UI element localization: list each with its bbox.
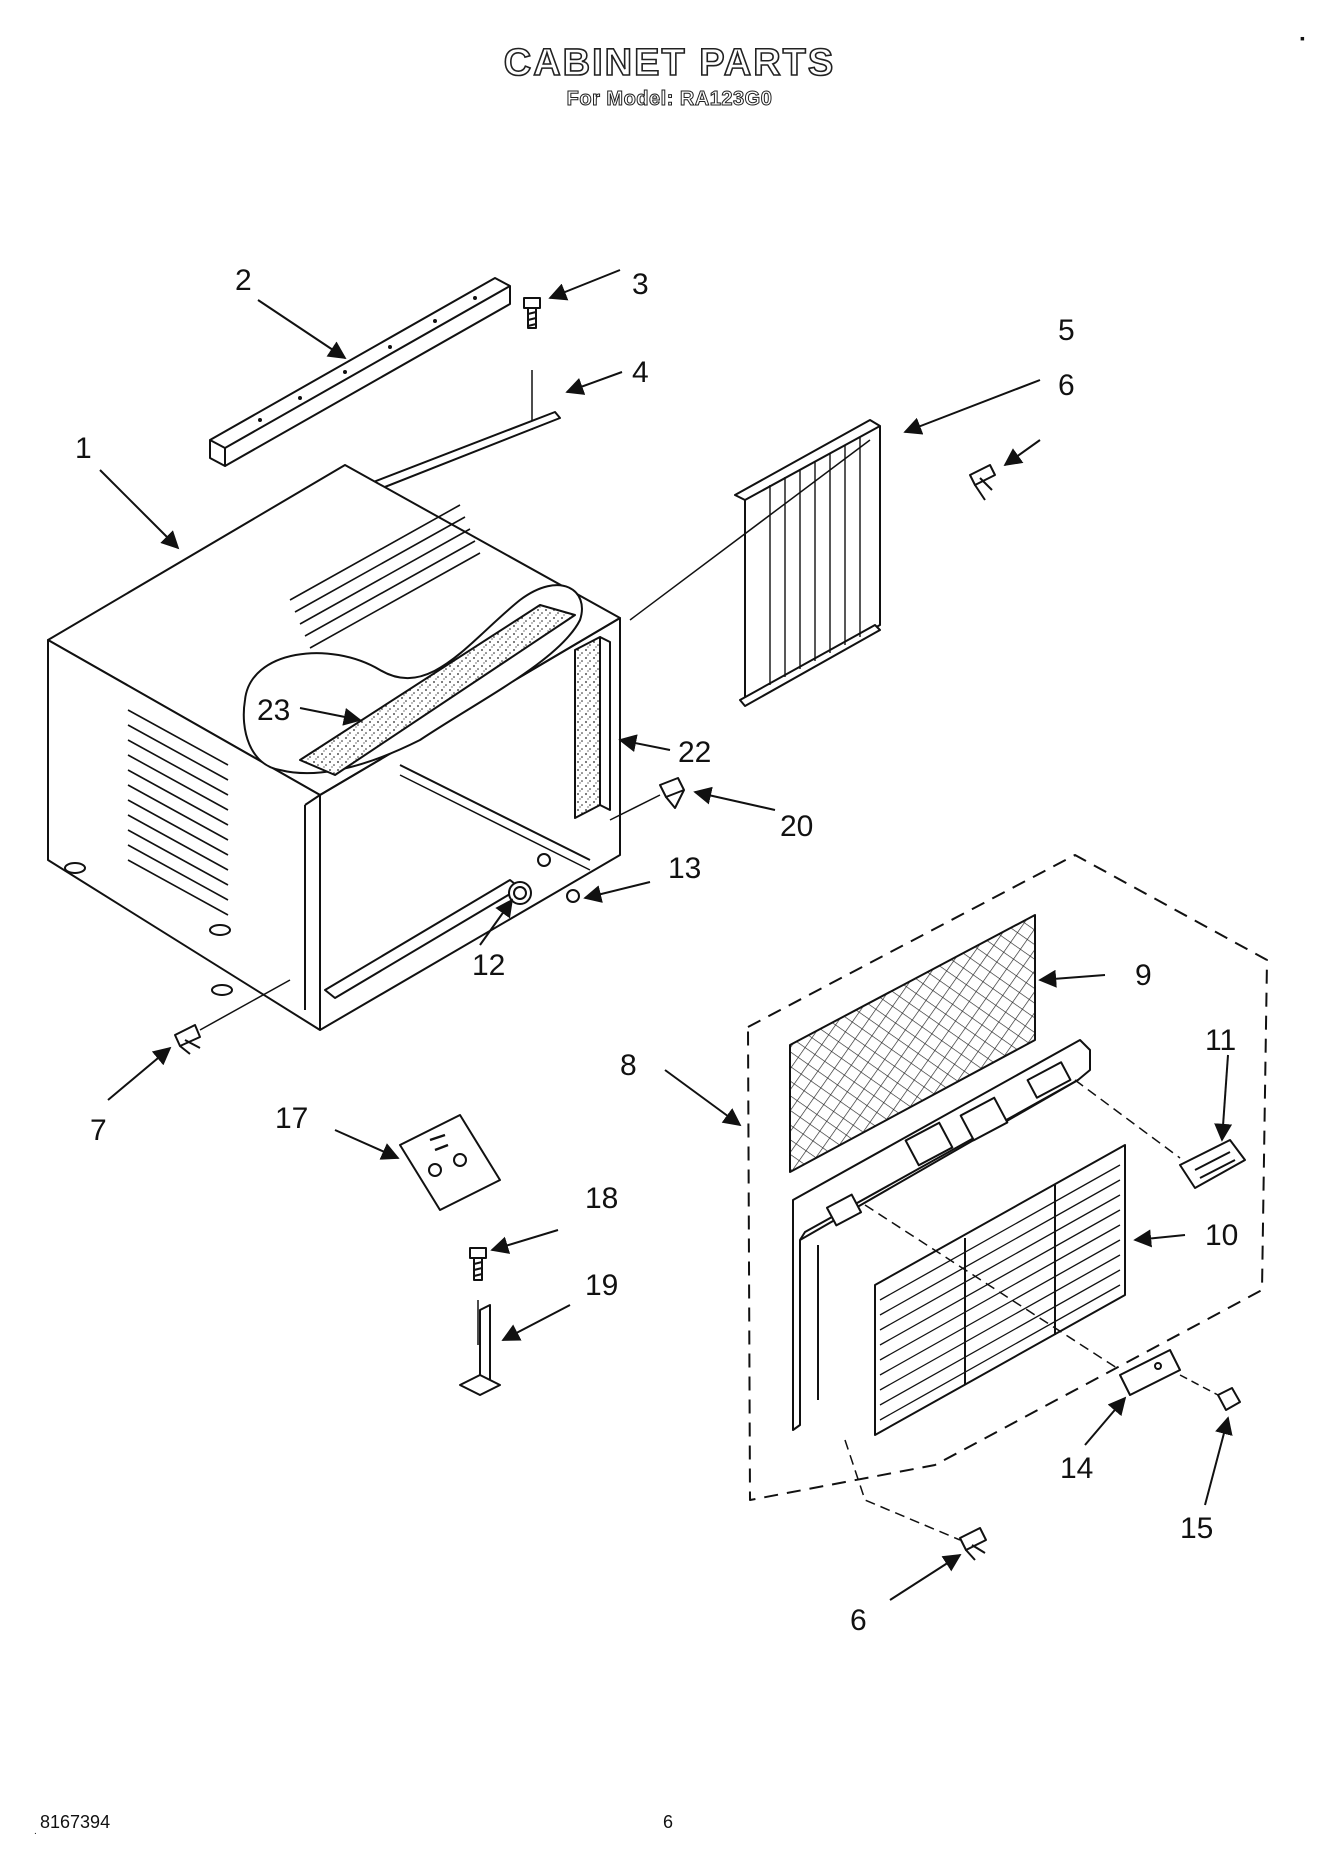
footer-page-number: 6 bbox=[663, 1812, 674, 1832]
callout-14: 14 bbox=[1060, 1452, 1093, 1485]
part-3-screw bbox=[523, 297, 541, 430]
callout-9: 9 bbox=[1135, 959, 1152, 992]
part-13-nut bbox=[537, 853, 580, 903]
part-23-foam-seal bbox=[242, 584, 583, 776]
front-panel bbox=[792, 1039, 1091, 1431]
page-title: CABINET PARTS bbox=[503, 41, 836, 85]
part-5-panel bbox=[629, 419, 881, 707]
part-22-foam-strip bbox=[574, 636, 611, 819]
footer-part-number: 8167394 bbox=[40, 1812, 111, 1832]
callout-18: 18 bbox=[585, 1182, 618, 1215]
part-2-top-rail bbox=[209, 277, 511, 467]
callout-10: 10 bbox=[1205, 1219, 1238, 1252]
part-8-front-assembly-outline bbox=[747, 854, 1268, 1501]
part-14-bracket bbox=[864, 1204, 1181, 1396]
part-19-bracket bbox=[459, 1304, 501, 1396]
callout-23: 23 bbox=[257, 694, 290, 727]
part-6-screw-lower bbox=[844, 1439, 987, 1561]
callout-15: 15 bbox=[1180, 1512, 1213, 1545]
callout-7: 7 bbox=[90, 1114, 107, 1147]
model-subtitle: For Model: RA123G0 bbox=[566, 88, 773, 111]
callout-8: 8 bbox=[620, 1049, 637, 1082]
callout-5: 5 bbox=[1058, 314, 1075, 347]
part-17-bracket bbox=[399, 1114, 501, 1211]
callout-12: 12 bbox=[472, 949, 505, 982]
callout-3: 3 bbox=[632, 268, 649, 301]
corner-mark: ▪ bbox=[1300, 30, 1305, 46]
callout-22: 22 bbox=[678, 736, 711, 769]
callout-4: 4 bbox=[632, 356, 649, 389]
callout-11: 11 bbox=[1205, 1024, 1236, 1057]
callout-6-lower: 6 bbox=[850, 1604, 867, 1637]
part-18-screw bbox=[469, 1247, 487, 1345]
callout-labels: 2 3 4 1 5 6 23 22 20 13 12 7 17 18 19 8 … bbox=[75, 264, 1238, 1637]
callout-1: 1 bbox=[75, 432, 92, 465]
callout-17: 17 bbox=[275, 1102, 308, 1135]
part-11-louver bbox=[1074, 1079, 1246, 1189]
footer-dot: . bbox=[34, 1826, 37, 1837]
part-20-screw bbox=[609, 777, 685, 821]
callout-6-upper: 6 bbox=[1058, 369, 1075, 402]
callout-20: 20 bbox=[780, 810, 813, 843]
part-10-grille bbox=[874, 1144, 1126, 1436]
part-15-knob bbox=[1179, 1374, 1241, 1411]
part-7-screw bbox=[174, 979, 291, 1055]
callout-19: 19 bbox=[585, 1269, 618, 1302]
leader-lines bbox=[99, 269, 1233, 1601]
part-6-screw-upper bbox=[969, 464, 996, 501]
callout-13: 13 bbox=[668, 852, 701, 885]
part-9-filter bbox=[789, 914, 1036, 1173]
callout-2: 2 bbox=[235, 264, 252, 297]
